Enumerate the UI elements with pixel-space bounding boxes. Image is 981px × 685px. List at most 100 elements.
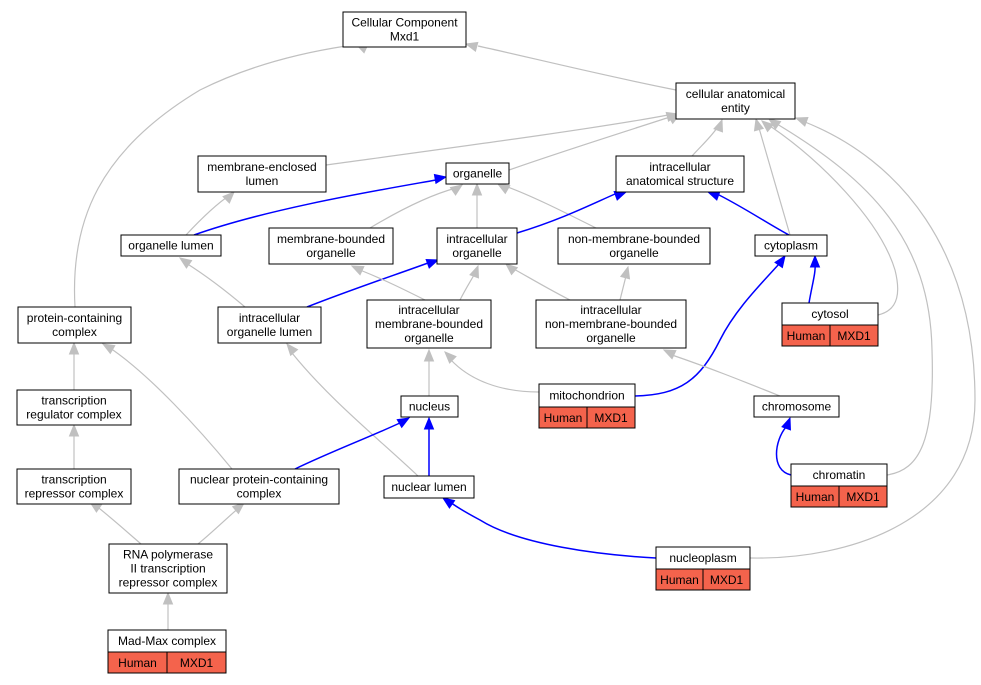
edge-organelle-lumen-to-membrane-enclosed-lumen xyxy=(185,194,231,236)
arrowhead-icon xyxy=(286,342,299,357)
node-label: organelle xyxy=(306,246,356,260)
arrowhead-icon xyxy=(794,117,809,127)
edge-chromatin-to-cellular-anatomical-entity xyxy=(776,123,933,476)
edge-intracellular-organelle-lumen-to-organelle-lumen xyxy=(185,262,246,308)
annotation-cell xyxy=(829,324,879,347)
node-label: protein-containing xyxy=(27,311,122,325)
node-label: transcription xyxy=(41,394,106,408)
arrowhead-icon xyxy=(662,349,677,360)
node-organelle[interactable]: organelle xyxy=(445,162,510,185)
arrowhead-icon xyxy=(504,263,519,276)
node-label: membrane-bounded xyxy=(375,317,483,331)
node-label: entity xyxy=(721,101,750,115)
node-label: cellular anatomical xyxy=(686,87,785,101)
node-organelle-lumen[interactable]: organelle lumen xyxy=(120,234,222,257)
annotation-human: Human xyxy=(787,329,826,343)
node-box xyxy=(535,299,687,349)
edge-nuclear-protein-containing-complex-to-protein-containing-complex xyxy=(109,347,233,470)
node-label: organelle xyxy=(404,331,454,345)
annotation-cell xyxy=(702,568,751,591)
arrowhead-icon xyxy=(68,341,80,355)
edge-intracellular-organelle-to-intracellular-anatomical-structure xyxy=(516,193,616,234)
edge-organelle-to-cellular-anatomical-entity xyxy=(508,116,671,171)
node-box xyxy=(445,162,510,185)
annotation-mxd1: MXD1 xyxy=(837,329,871,343)
edge-rna-polymerase-ii-transcription-repressor-complex-to-nuclear-protein-containing-complex xyxy=(197,506,241,545)
node-label: complex xyxy=(237,487,282,501)
arrowhead-icon xyxy=(781,416,791,431)
node-box xyxy=(268,227,394,265)
arrowhead-icon xyxy=(464,41,479,53)
edge-cytosol-to-cytoplasm xyxy=(808,263,816,304)
edge-organelle-lumen-to-organelle xyxy=(193,179,437,236)
node-label: nuclear lumen xyxy=(391,480,466,494)
node-label: nuclear protein-containing xyxy=(190,473,328,487)
node-box xyxy=(400,395,459,418)
edge-chromosome-to-intracellular-non-membrane-bounded-organelle xyxy=(671,354,781,397)
annotation-human: Human xyxy=(118,656,157,670)
node-label: organelle xyxy=(586,331,636,345)
node-label: chromosome xyxy=(762,400,832,414)
edge-membrane-enclosed-lumen-to-cellular-anatomical-entity xyxy=(325,114,669,166)
arrowhead-icon xyxy=(231,502,246,515)
node-box xyxy=(342,11,467,48)
arrowhead-icon xyxy=(101,343,116,355)
arrowhead-icon xyxy=(449,184,464,196)
edge-cytoplasm-to-cellular-anatomical-entity xyxy=(758,127,791,236)
node-label: repressor complex xyxy=(25,487,124,501)
node-nucleus[interactable]: nucleus xyxy=(400,395,459,418)
edge-intracellular-membrane-bounded-organelle-to-intracellular-organelle xyxy=(459,274,475,301)
node-label: organelle xyxy=(452,246,502,260)
node-cytoplasm[interactable]: cytoplasm xyxy=(754,234,828,257)
arrowhead-icon xyxy=(496,183,511,195)
edge-nuclear-lumen-to-intracellular-organelle-lumen xyxy=(291,352,419,477)
annotation-mxd1: MXD1 xyxy=(846,490,880,504)
node-intracellular-non-membrane-bounded-organelle[interactable]: intracellularnon-membrane-boundedorganel… xyxy=(535,299,687,349)
annotation-cell xyxy=(166,651,227,674)
node-box xyxy=(753,395,840,418)
arrowhead-icon xyxy=(713,118,723,133)
node-box xyxy=(615,155,745,193)
node-label: intracellular xyxy=(580,303,641,317)
arrowhead-icon xyxy=(444,351,457,364)
arrowhead-icon xyxy=(423,348,435,362)
edge-mitochondrion-to-intracellular-membrane-bounded-organelle xyxy=(450,359,540,393)
arrowhead-icon xyxy=(178,257,193,269)
node-label: organelle lumen xyxy=(227,325,312,339)
arrowhead-icon xyxy=(162,591,174,605)
edge-intracellular-membrane-bounded-organelle-to-membrane-bounded-organelle xyxy=(359,269,426,301)
node-label: anatomical structure xyxy=(626,174,734,188)
arrowhead-icon xyxy=(753,117,765,132)
node-label: organelle xyxy=(609,246,659,260)
node-chromosome[interactable]: chromosome xyxy=(753,395,840,418)
edge-intracellular-anatomical-structure-to-cellular-anatomical-entity xyxy=(691,127,718,157)
node-label: repressor complex xyxy=(119,576,218,590)
node-nuclear-lumen[interactable]: nuclear lumen xyxy=(383,475,475,499)
node-box xyxy=(754,234,828,257)
annotation-cell xyxy=(838,485,888,508)
arrowhead-icon xyxy=(396,417,411,429)
arrowhead-icon xyxy=(423,416,435,430)
node-box xyxy=(120,234,222,257)
